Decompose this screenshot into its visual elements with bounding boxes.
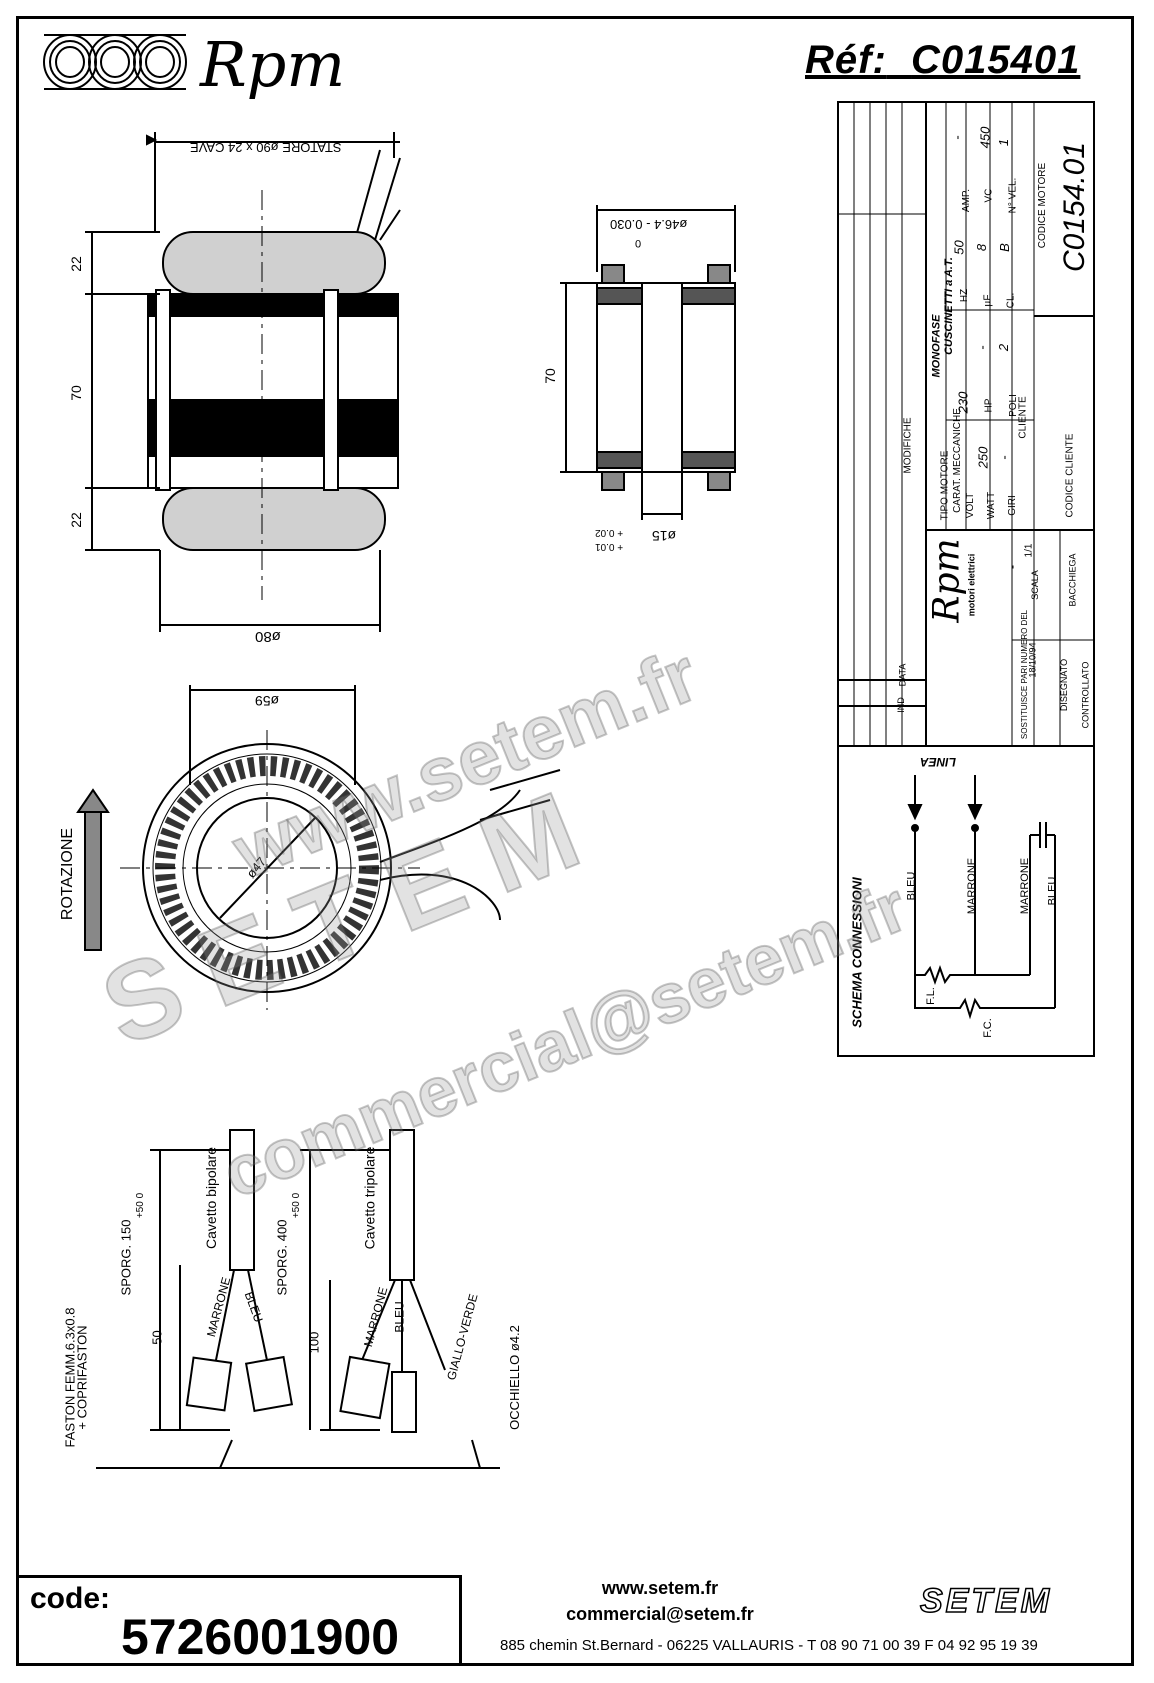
data-label: DATA xyxy=(897,663,908,687)
ref-value: C015401 xyxy=(911,38,1081,82)
hp-label: HP xyxy=(983,398,995,413)
sporg-400: SPORG. 400 xyxy=(274,1219,290,1296)
shaft-dia: ø15 xyxy=(652,528,677,544)
dim-80: ø80 xyxy=(255,628,281,645)
brand-logo: Rpm xyxy=(200,28,346,101)
rotation-label: ROTAZIONE xyxy=(59,827,77,921)
footer-address: 885 chemin St.Bernard - 06225 VALLAURIS … xyxy=(500,1637,1038,1654)
dim-22-top: 22 xyxy=(67,256,84,272)
linea-label: LINEA xyxy=(920,755,956,769)
footer-contact: www.setem.fr commercial@setem.fr xyxy=(520,1575,800,1627)
stator-top-view xyxy=(76,685,561,1010)
ref-label: Réf: xyxy=(805,38,887,82)
rotor-bore-tol: 0 xyxy=(635,237,642,249)
dim-70: 70 xyxy=(67,385,84,401)
tipo-motore: TIPO MOTORE xyxy=(939,450,951,521)
stator-side-view xyxy=(85,132,401,632)
giri-label: GIRI xyxy=(1006,495,1018,516)
modifiche: MODIFICHE xyxy=(902,417,914,474)
shaft-tol-top: + 0.02 xyxy=(595,527,624,538)
footer-website[interactable]: www.setem.fr xyxy=(601,1578,719,1598)
volt-label: VOLT xyxy=(965,492,977,519)
footer-email[interactable]: commercial@setem.fr xyxy=(566,1604,754,1624)
code-value: 5726001900 xyxy=(121,1609,400,1665)
bipolar-cable: Cavetto bipolare xyxy=(202,1147,219,1249)
cliente-label: CLIENTE xyxy=(1017,396,1029,439)
amp-value: - xyxy=(949,135,965,140)
nvel-label: N° VEL. xyxy=(1007,177,1019,214)
disegnato-label: DISEGNATO xyxy=(1059,658,1070,712)
hz-label: HZ xyxy=(959,288,971,303)
shaft-tol-bottom: + 0.01 xyxy=(595,541,624,552)
codice-cliente-label: CODICE CLIENTE xyxy=(1064,433,1076,518)
uf-value: 8 xyxy=(974,243,990,252)
reference-number: Réf: C015401 xyxy=(805,38,1080,83)
code-label: code: xyxy=(30,1582,111,1615)
giri-value: - xyxy=(996,455,1012,460)
disegnato-value: BACCHIEGA xyxy=(1067,553,1078,607)
scala-label: SCALA xyxy=(1029,570,1040,600)
sporg-400-tol: +50 0 xyxy=(291,1192,303,1219)
schema-bleu-2: BLEU xyxy=(1046,876,1059,906)
rotor-bore: ø46.4 - 0.030 xyxy=(610,217,688,232)
rpm-coil-logo xyxy=(43,34,187,90)
rpm-subtitle: motori elettrici xyxy=(966,553,977,617)
fl-label: F.L. xyxy=(924,987,937,1005)
codice-motore-value: C0154.01 xyxy=(1058,141,1092,273)
sporg-150: SPORG. 150 xyxy=(118,1219,134,1296)
dim-50: 50 xyxy=(149,1330,165,1345)
schema-marrone-1: MARRONE xyxy=(966,857,979,915)
dim-22-bottom: 22 xyxy=(67,512,84,528)
watt-label: WATT xyxy=(986,491,998,520)
data-value: 18/10/94 xyxy=(1027,642,1038,678)
nvel-value: 1 xyxy=(996,138,1012,147)
schema-bleu: BLEU xyxy=(905,871,918,901)
poli-value: 2 xyxy=(996,343,1012,352)
sostituisce-value: - xyxy=(1005,565,1019,569)
occhiello-label: OCCHIELLO ø4.2 xyxy=(506,1325,522,1430)
amp-label: AMP. xyxy=(961,188,973,213)
cl-label: CL. xyxy=(1005,292,1017,309)
dim-59: ø59 xyxy=(255,693,280,709)
drawing-frame xyxy=(16,16,1134,1666)
uf-label: µF xyxy=(982,294,994,307)
code-box: code: 5726001900 xyxy=(16,1575,462,1666)
schema-circuit xyxy=(907,775,1056,1020)
dim-100: 100 xyxy=(306,1331,322,1354)
volt-value: 230 xyxy=(955,391,971,414)
rotor-70: 70 xyxy=(541,368,558,384)
watt-value: 250 xyxy=(975,446,991,469)
cl-value: B xyxy=(996,243,1012,252)
controllato-label: CONTROLLATO xyxy=(1080,661,1091,729)
sporg-150-tol: +50 0 xyxy=(135,1192,147,1219)
ind-label: IND xyxy=(895,697,906,713)
coprifaston-label: + COPRIFASTON xyxy=(74,1325,90,1430)
carat-mecc: CARAT. MECCANICHE xyxy=(951,408,963,513)
tipo-motore-value: MONOFASE xyxy=(930,314,943,378)
rotor-section xyxy=(560,205,736,520)
setem-logo: SETEM xyxy=(919,1581,1053,1621)
bleu-label-2: BLEU xyxy=(392,1301,407,1333)
scala-value: 1/1 xyxy=(1023,543,1035,558)
hz-value: 50 xyxy=(951,240,967,255)
rpm-title-logo: Rpm xyxy=(926,538,968,623)
vc-label: VC xyxy=(983,188,995,203)
schema-marrone-2: MARRONE xyxy=(1019,857,1032,915)
hp-value: - xyxy=(974,345,990,350)
vc-value: 450 xyxy=(977,126,993,149)
stator-label: STATORE ø90 x 24 CAVE xyxy=(190,140,342,155)
fc-label: F.C. xyxy=(981,1018,994,1038)
title-block xyxy=(837,101,1095,1057)
carat-value: CUSCINETTI a A.T. xyxy=(942,257,955,355)
codice-motore-label: CODICE MOTORE xyxy=(1037,162,1049,249)
cable-details xyxy=(96,1129,500,1469)
